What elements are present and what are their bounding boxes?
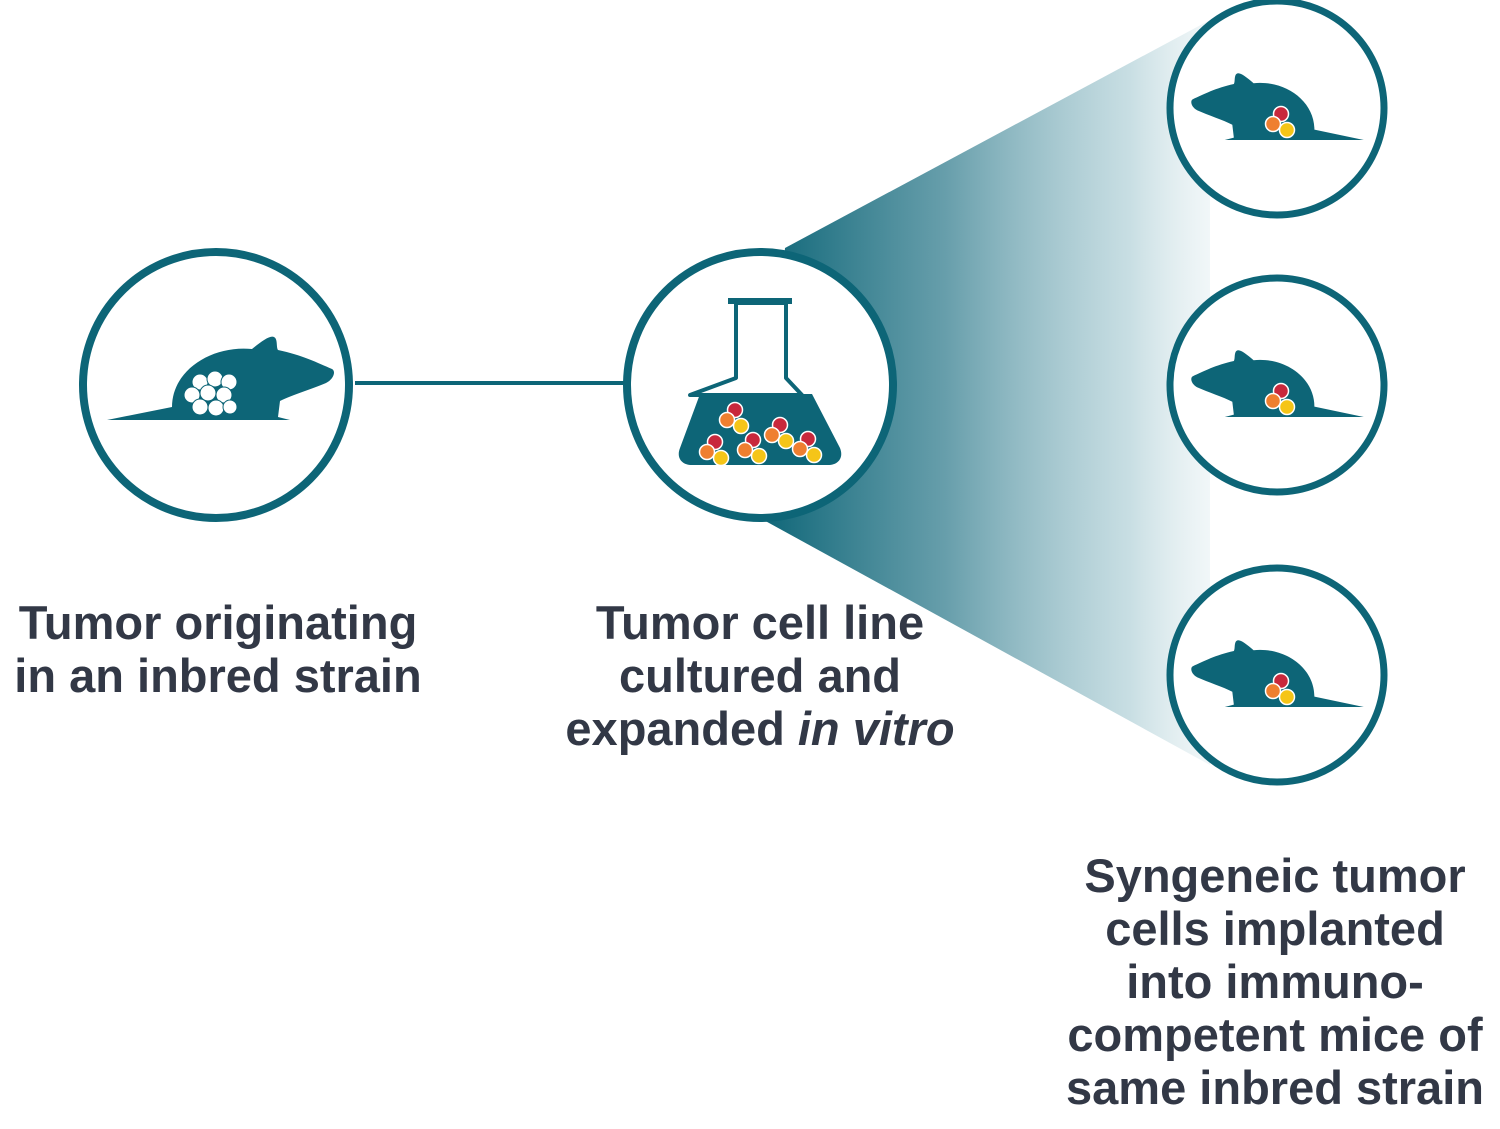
tumor-cells bbox=[183, 370, 238, 417]
mouse-with-tumor-icon bbox=[107, 336, 334, 420]
implant-caption-line-2: cells implanted bbox=[1105, 902, 1445, 955]
implant-node-2 bbox=[1166, 274, 1388, 496]
implant-caption-line-1: Syngeneic tumor bbox=[1084, 849, 1466, 902]
origin-caption-line-2: in an inbred strain bbox=[14, 649, 422, 702]
implant-caption: Syngeneic tumor cells implanted into imm… bbox=[1050, 849, 1500, 1114]
culture-caption: Tumor cell line cultured and expanded in… bbox=[540, 596, 980, 755]
culture-caption-line-1: Tumor cell line bbox=[595, 596, 925, 649]
expansion-fan bbox=[760, 20, 1210, 765]
implant-caption-line-5: same inbred strain bbox=[1066, 1061, 1484, 1114]
flask-with-cells-icon bbox=[678, 298, 842, 467]
origin-caption: Tumor originating in an inbred strain bbox=[0, 596, 436, 702]
culture-node bbox=[623, 248, 897, 522]
implant-node-1 bbox=[1166, 0, 1388, 219]
culture-caption-line-3: expanded in vitro bbox=[540, 702, 980, 755]
origin-node bbox=[79, 248, 353, 522]
culture-caption-line-2: cultured and bbox=[618, 649, 902, 702]
culture-caption-line-3-text: expanded bbox=[565, 702, 798, 755]
implant-caption-line-4: competent mice of bbox=[1067, 1008, 1483, 1061]
implant-caption-line-3: into immuno- bbox=[1126, 955, 1424, 1008]
origin-caption-line-1: Tumor originating bbox=[18, 596, 418, 649]
implant-node-3 bbox=[1166, 564, 1388, 786]
culture-caption-italic: in vitro bbox=[797, 702, 955, 755]
